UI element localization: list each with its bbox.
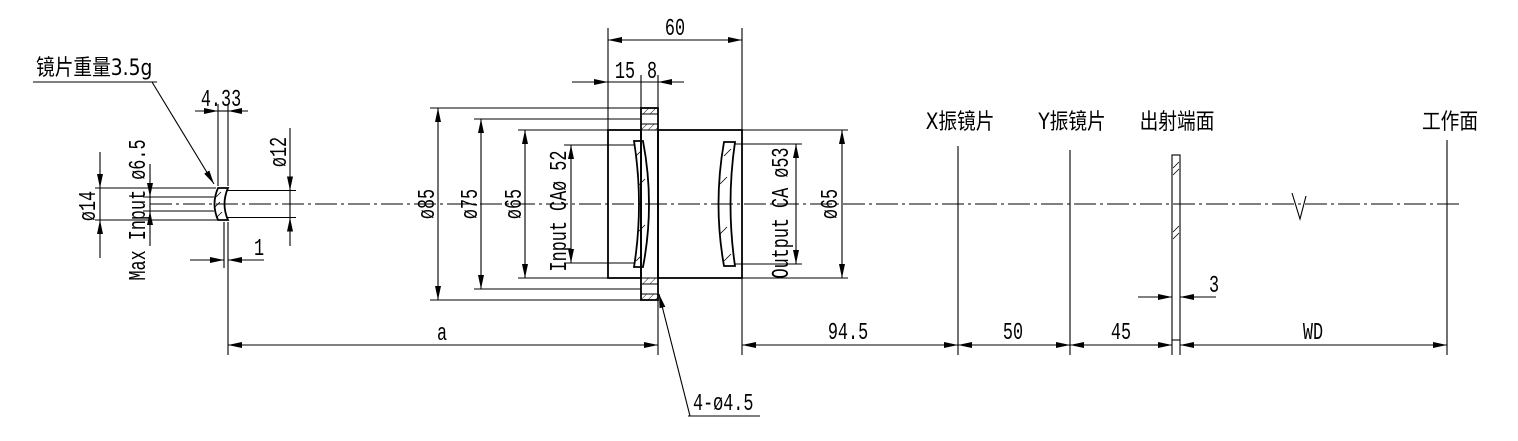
max-input-label: Max Input ø6.5 [126, 139, 153, 280]
dim-94-5-label: 94.5 [828, 320, 868, 347]
input-lens [213, 187, 230, 221]
flange-hatch [641, 294, 658, 300]
hatch-mark [1172, 225, 1180, 233]
input-lens-group: ø14 Max Input ø6.5 ø12 4.33 1 [76, 87, 296, 355]
dim-45-label: 45 [1111, 320, 1131, 347]
work-plane: 工作面 [1422, 109, 1478, 355]
exit-window-plate [1171, 154, 1181, 341]
hatch-mark [1172, 168, 1180, 176]
field-lens-assembly: 60 15 8 ø85 ø75 ø65 Input CAø 52 Output … [415, 16, 848, 355]
exit-window: 出射端面 3 [1138, 109, 1219, 355]
lens-weight-callout: 镜片重量3.5g [33, 55, 215, 185]
dim-d85-label: ø85 [415, 189, 442, 219]
hatch-mark [216, 211, 223, 218]
dim-d12-label: ø12 [267, 137, 294, 167]
output-barrel [657, 129, 743, 279]
hatch-mark [1172, 232, 1180, 240]
input-ca-label: Input CAø 52 [547, 151, 574, 272]
exit-face-label: 出射端面 [1140, 109, 1215, 135]
hatch-mark [214, 201, 221, 208]
field-lens-1 [632, 140, 650, 268]
hatch-mark [719, 176, 728, 185]
flange-hatch [641, 124, 658, 130]
hatch-mark [637, 224, 646, 233]
leader-line [658, 293, 691, 417]
dim-d75-label: ø75 [458, 189, 485, 219]
flange-hatch [641, 278, 658, 284]
dim-8-label: 8 [647, 59, 657, 86]
x-mirror-label: X振镜片 [926, 109, 995, 135]
leader-line [151, 81, 215, 185]
break-symbol [1291, 192, 1307, 222]
axial-dimension-chain: a 94.5 50 45 WD [228, 320, 1447, 348]
output-ca-label: Output CA ø53 [769, 148, 796, 279]
dim-d65-left-label: ø65 [502, 189, 529, 219]
work-plane-label: 工作面 [1422, 109, 1478, 135]
input-barrel [607, 129, 642, 279]
hatch-mark [1172, 161, 1180, 169]
dim-4-33-label: 4.33 [201, 87, 241, 114]
hatch-mark [635, 149, 643, 157]
hatch-mark [719, 226, 728, 235]
dim-a-label: a [437, 321, 447, 348]
holes-label: 4-ø4.5 [693, 391, 753, 418]
dim-60-label: 60 [665, 16, 685, 43]
mounting-holes-callout: 4-ø4.5 [658, 293, 760, 418]
hatch-mark [637, 178, 646, 187]
hatch-mark [215, 191, 222, 198]
y-mirror-label: Y振镜片 [1037, 109, 1105, 135]
dim-15-label: 15 [615, 59, 635, 86]
scan-mirrors: X振镜片 Y振镜片 [926, 109, 1106, 355]
lens-weight-label: 镜片重量3.5g [36, 55, 152, 81]
flange-hatch [641, 108, 658, 114]
hatch-mark [723, 148, 732, 157]
dim-1-label: 1 [254, 236, 264, 263]
hatch-mark [723, 253, 732, 262]
dim-50-label: 50 [1003, 320, 1023, 347]
hatch-mark [635, 254, 643, 262]
dim-wd-label: WD [1303, 320, 1323, 347]
field-lens-2 [717, 141, 737, 267]
dim-d14-label: ø14 [76, 191, 103, 221]
dim-3-label: 3 [1209, 273, 1219, 300]
dim-d65-right-label: ø65 [818, 189, 845, 219]
